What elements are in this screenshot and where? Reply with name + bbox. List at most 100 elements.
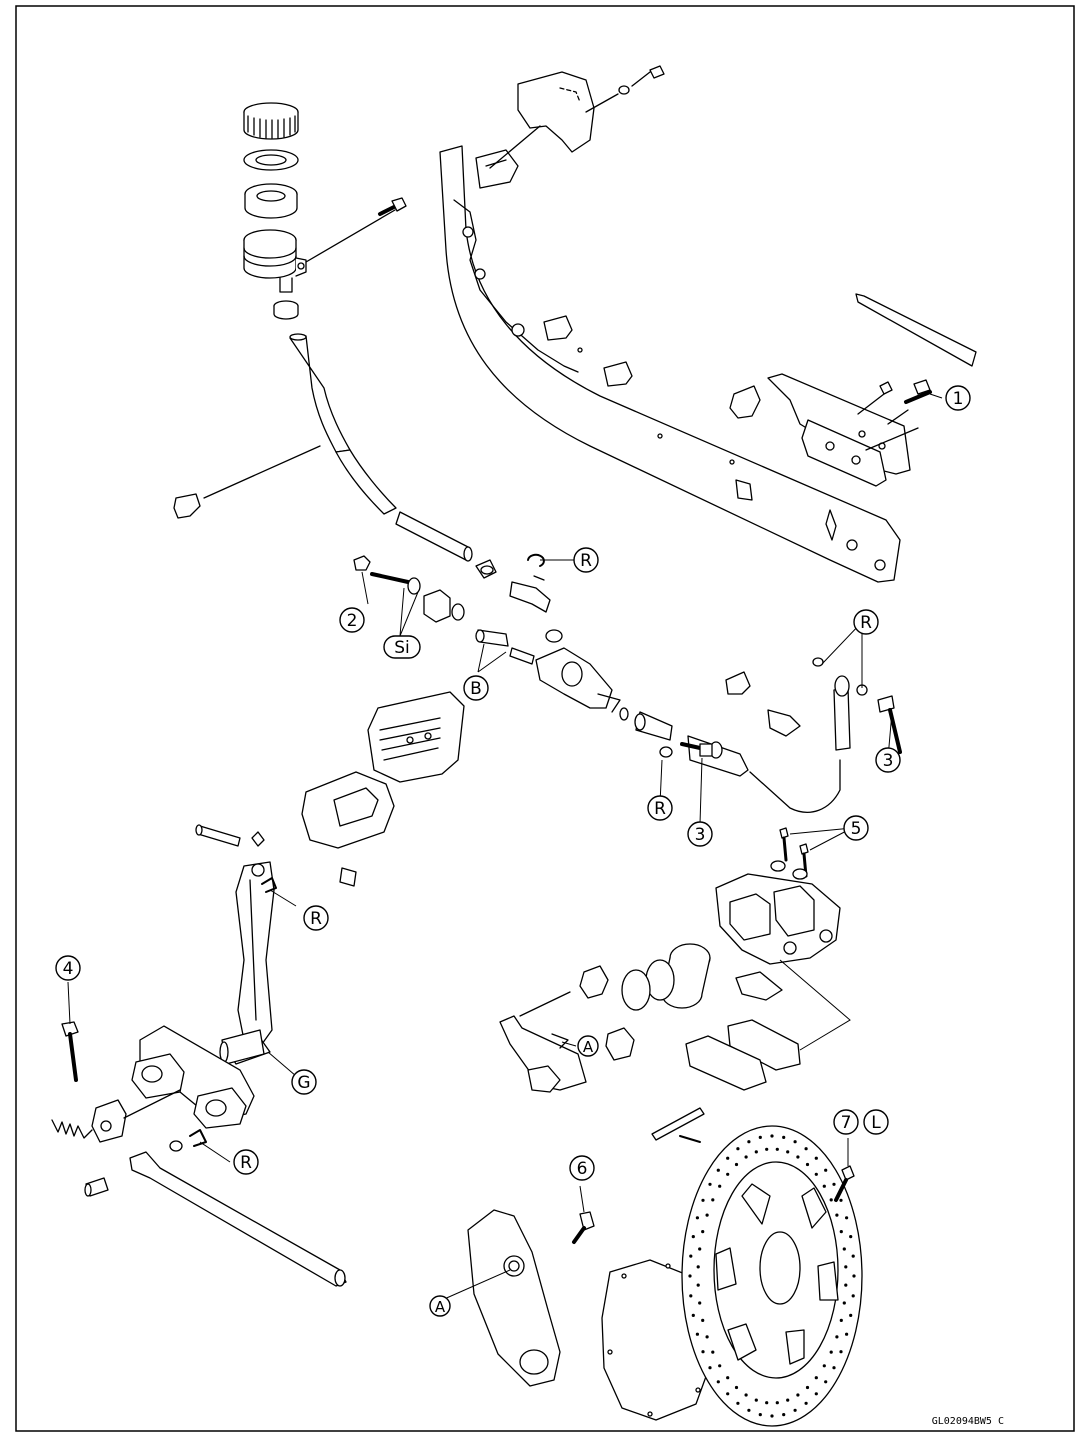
disc-hole [705, 1213, 709, 1217]
callout-5-text: 5 [851, 819, 862, 839]
drawing-code: GL02094BW5 C [932, 1416, 1004, 1427]
frame-clip-1 [543, 315, 573, 341]
disc-hole [708, 1366, 712, 1370]
callout-l-text: L [871, 1113, 881, 1133]
disc-hole [844, 1283, 848, 1287]
pivot-bushing [423, 589, 465, 623]
disc-hole [734, 1385, 739, 1390]
brake-pads [685, 1019, 801, 1091]
callout-a-2: A [429, 1295, 451, 1317]
disc-hole [701, 1350, 705, 1354]
callout-si-text: Si [394, 638, 410, 658]
frame-clip-2 [603, 361, 633, 387]
disc-hole [701, 1318, 705, 1322]
pedal-bracket-plate [131, 1025, 255, 1129]
brake-hose-fitting [619, 707, 673, 758]
reservoir-hose [289, 333, 473, 562]
disc-hole [765, 1401, 769, 1405]
disc-hole [845, 1216, 849, 1220]
disc-hole [718, 1364, 722, 1368]
disc-hole [842, 1247, 846, 1251]
reservoir-bracket-bolt [305, 197, 407, 263]
callout-4: 4 [55, 955, 81, 981]
callout-a-1: A [577, 1035, 599, 1057]
disc-hole [747, 1140, 751, 1144]
disc-hole [689, 1294, 693, 1298]
pad-pin [651, 1107, 705, 1143]
disc-hole [688, 1274, 692, 1278]
caliper-piston [661, 943, 711, 1009]
disc-hole [814, 1376, 818, 1380]
disc-hole [805, 1162, 810, 1167]
callout-6-text: 6 [577, 1159, 588, 1179]
callout-4-text: 4 [63, 959, 74, 979]
page-border [15, 5, 1075, 1432]
heat-guard-plate [855, 293, 977, 367]
disc-hole [844, 1265, 848, 1269]
callout-2-text: 2 [347, 611, 358, 631]
callout-3-a: 3 [875, 747, 901, 773]
caliper-holder [499, 991, 587, 1093]
callout-3-b-text: 3 [695, 825, 706, 845]
disc-hole [851, 1254, 855, 1258]
reservoir-diaphragm-plate [243, 149, 299, 171]
disc-hole [705, 1335, 709, 1339]
disc-hole [747, 1408, 751, 1412]
disc-hole [849, 1235, 853, 1239]
callout-r-2-text: R [860, 613, 872, 633]
disc-hole [839, 1350, 843, 1354]
reservoir-cap [243, 102, 299, 140]
callout-6: 6 [569, 1155, 595, 1181]
callout-2: 2 [339, 607, 365, 633]
disc-hole [701, 1230, 705, 1234]
brake-disc [681, 1125, 863, 1427]
callout-r-2: R [853, 609, 879, 635]
disc-hole [765, 1147, 769, 1151]
disc-hole [804, 1401, 808, 1405]
disc-hole [770, 1134, 774, 1138]
disc-hole [832, 1182, 836, 1186]
reservoir-body [243, 229, 307, 293]
disc-hole [718, 1184, 722, 1188]
callout-r-3: R [647, 795, 673, 821]
callout-3-b: 3 [687, 821, 713, 847]
disc-hole [758, 1413, 762, 1417]
disc-hole [829, 1198, 833, 1202]
disc-hole [698, 1301, 702, 1305]
hose-clamp-left [173, 445, 321, 519]
disc-hole [708, 1182, 712, 1186]
callout-1: 1 [945, 385, 971, 411]
disc-hole [796, 1155, 800, 1159]
disc-hole [726, 1172, 730, 1176]
disc-hole [711, 1350, 715, 1354]
disc-hole [758, 1135, 762, 1139]
caliper-bleed-valves [770, 827, 809, 880]
disc-hole [782, 1135, 786, 1139]
oring-small [545, 629, 563, 643]
disc-hole [754, 1398, 758, 1402]
hose-clamp-mid [725, 657, 902, 754]
disc-hole [814, 1392, 818, 1396]
disc-hole [716, 1380, 720, 1384]
disc-hole [796, 1393, 800, 1397]
disc-hole [711, 1198, 715, 1202]
disc-hole [695, 1332, 700, 1336]
disc-hole [689, 1254, 693, 1258]
frame-tube-clamp-top [475, 149, 519, 189]
side-cover [489, 65, 665, 169]
callout-a-1-text: A [583, 1038, 594, 1056]
pedal-pad-plate [301, 771, 395, 849]
disc-hole [804, 1147, 808, 1151]
reservoir-hose-clamp-upper [273, 300, 299, 320]
disc-hole [835, 1213, 839, 1217]
disc-hole [695, 1216, 700, 1220]
pedal-pivot-shaft [219, 1029, 265, 1065]
disc-hole [696, 1283, 700, 1287]
disc-hole [839, 1230, 843, 1234]
callout-a-2-text: A [435, 1298, 446, 1316]
foot-peg-bracket [767, 373, 911, 487]
frame-down-tube [439, 145, 901, 583]
washer-and-split-pin [169, 1129, 207, 1152]
disc-hole [782, 1413, 786, 1417]
